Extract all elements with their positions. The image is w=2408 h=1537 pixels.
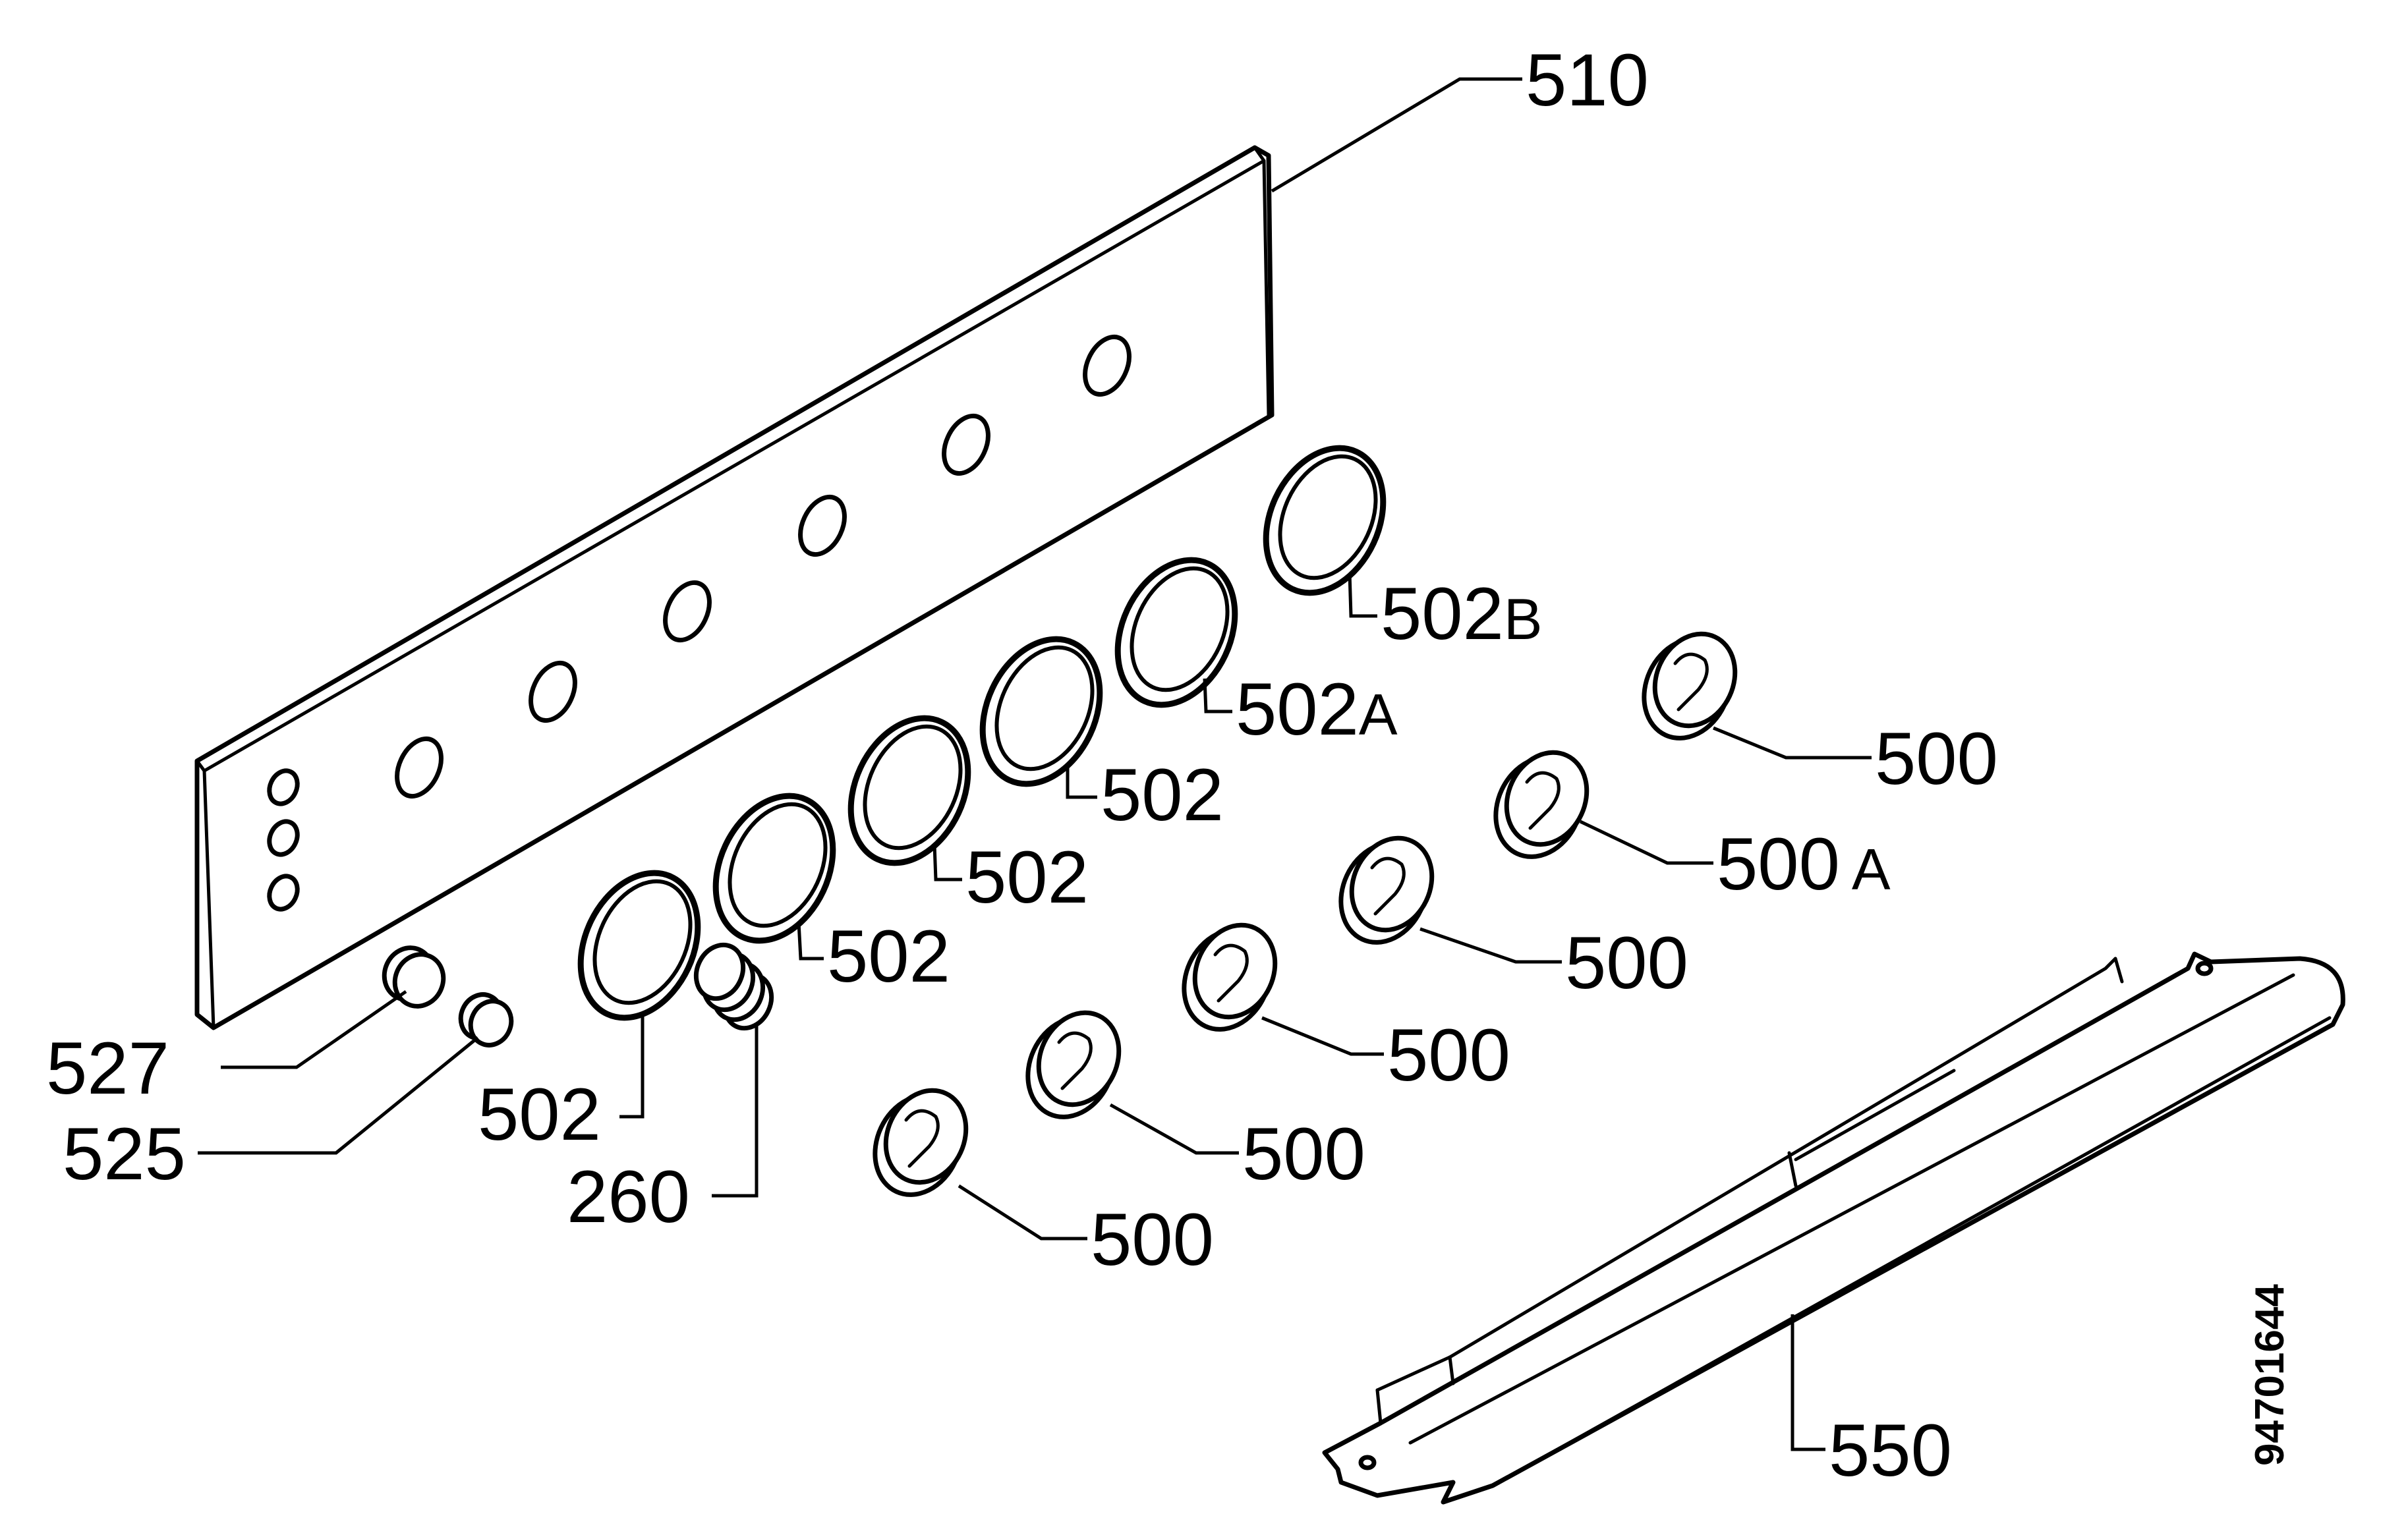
bezel-ring-1 <box>577 870 701 1021</box>
bezel-ring-3 <box>847 715 971 866</box>
knob-5 <box>1493 750 1590 859</box>
label-500-4: 500 <box>1387 1014 1510 1096</box>
bezel-ring-6 <box>1263 445 1387 596</box>
knob-4 <box>1338 835 1435 945</box>
push-button-525 <box>458 992 514 1048</box>
label-502-ring-5: 502A <box>1236 668 1398 750</box>
knob-3 <box>1182 922 1278 1032</box>
label-527: 527 <box>46 1027 169 1109</box>
label-502-ring-6: 502B <box>1381 573 1543 655</box>
knob-2 <box>1025 1010 1122 1119</box>
bezel-ring-2 <box>712 793 836 944</box>
knob-1 <box>873 1088 969 1197</box>
control-panel <box>194 145 1275 1030</box>
document-number: 94701644 <box>2247 1284 2293 1466</box>
cover-strip <box>1322 951 2345 1505</box>
label-500-top-right: 500 <box>1875 717 1998 800</box>
bezel-ring-5 <box>1114 557 1238 708</box>
control-knobs <box>873 631 1738 1197</box>
label-502-ring-2: 502 <box>827 915 950 997</box>
bezel-ring-4 <box>979 636 1103 787</box>
label-502-ring-3: 502 <box>965 836 1089 918</box>
label-510: 510 <box>1526 39 1649 121</box>
label-500-3: 500 <box>1565 922 1688 1004</box>
label-260: 260 <box>567 1156 690 1238</box>
label-500-6: 500 <box>1091 1198 1214 1281</box>
knob-6 <box>1642 631 1738 741</box>
bezel-rings <box>577 445 1387 1021</box>
label-525: 525 <box>63 1113 186 1195</box>
label-500-5: 500 <box>1242 1113 1365 1195</box>
label-502-ring-4: 502 <box>1101 754 1224 836</box>
leader-lines <box>198 77 1872 1451</box>
label-502-ring-1: 502 <box>478 1073 601 1156</box>
label-550: 550 <box>1829 1409 1952 1492</box>
spring <box>693 942 774 1031</box>
part-labels: 510 502B 502A 502 502 502 502 260 527 52… <box>46 39 2293 1492</box>
